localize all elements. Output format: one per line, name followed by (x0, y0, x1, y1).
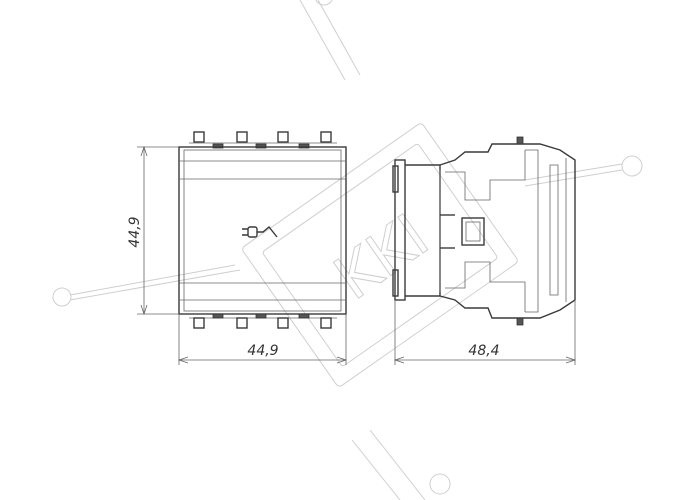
front-height-label: 44,9 (127, 216, 143, 247)
plug-icon (242, 226, 278, 238)
side-body (439, 143, 576, 319)
front-width-dimension: 44,9 (177, 314, 348, 365)
side-flange (394, 159, 406, 301)
front-height-dimension: 44,9 (127, 145, 179, 316)
watermark-text: KKI (322, 201, 441, 314)
front-width-label: 44,9 (247, 343, 278, 359)
watermark: KKI (52, 0, 643, 500)
front-body (178, 146, 347, 315)
side-depth-dimension: 48,4 (393, 300, 577, 365)
side-depth-label: 48,4 (468, 343, 499, 359)
top-terminals (189, 131, 337, 149)
side-view: 48,4 (392, 136, 577, 365)
bottom-terminals (189, 313, 337, 329)
front-view: 44,9 44,9 (127, 131, 348, 365)
